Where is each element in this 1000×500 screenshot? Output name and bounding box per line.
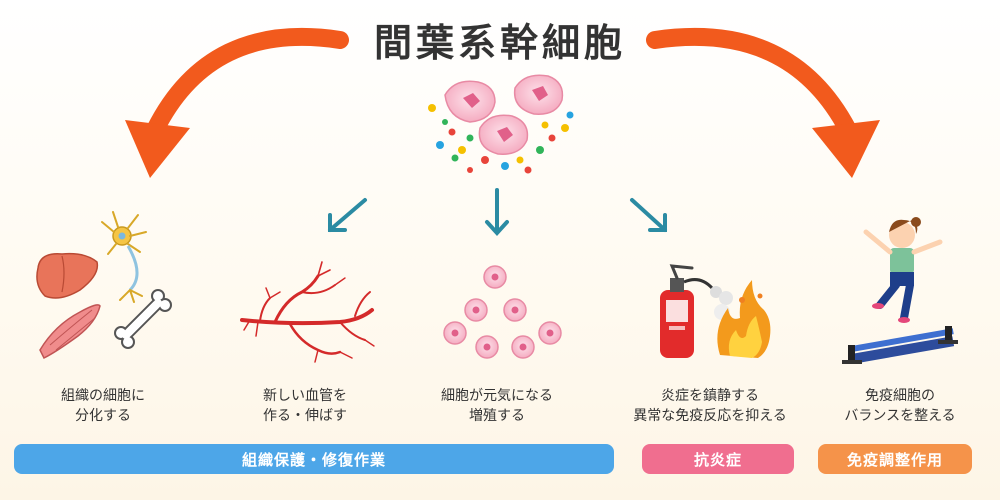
teal-arrow-right — [630, 198, 667, 232]
caption-line: 免疫細胞の — [865, 388, 935, 404]
caption-line: 分化する — [75, 408, 131, 424]
function-caption-immune-balance: 免疫細胞の バランスを整える — [805, 386, 995, 426]
caption-line: 細胞が元気になる — [441, 388, 553, 404]
caption-line: 炎症を鎮静する — [661, 388, 759, 404]
right-curved-arrow — [646, 28, 880, 178]
category-bar-tissue-repair: 組織保護・修復作業 — [14, 444, 614, 474]
muscle-icon — [39, 304, 101, 360]
teal-arrow-left — [328, 198, 367, 232]
caption-line: 新しい血管を — [263, 388, 347, 404]
liver-icon — [36, 252, 99, 299]
caption-line: 作る・伸ばす — [263, 408, 347, 424]
fire-icon — [717, 280, 771, 358]
caption-line: 増殖する — [469, 408, 525, 424]
blood-vessel-icon — [240, 261, 375, 363]
left-curved-arrow — [125, 28, 349, 178]
function-caption-anti-inflammation: 炎症を鎮静する 異常な免疫反応を抑える — [610, 386, 810, 426]
fire-extinguisher-icon — [660, 264, 733, 358]
function-caption-differentiation: 組織の細胞に 分化する — [8, 386, 198, 426]
balance-girl-icon — [842, 217, 958, 364]
function-caption-proliferation: 細胞が元気になる 増殖する — [402, 386, 592, 426]
function-caption-angiogenesis: 新しい血管を 作る・伸ばす — [210, 386, 400, 426]
caption-line: 組織の細胞に — [61, 388, 145, 404]
neuron-icon — [101, 211, 147, 303]
category-bar-anti-inflammatory: 抗炎症 — [642, 444, 794, 474]
teal-arrow-center — [485, 188, 509, 236]
proliferating-cells-icon — [443, 265, 562, 359]
caption-line: 異常な免疫反応を抑える — [633, 408, 787, 424]
category-bar-immunomodulation: 免疫調整作用 — [818, 444, 972, 474]
bone-icon — [114, 289, 172, 349]
diagram-title: 間葉系幹細胞 — [373, 20, 626, 65]
caption-line: バランスを整える — [844, 408, 956, 424]
stem-cells-icon — [428, 74, 574, 174]
